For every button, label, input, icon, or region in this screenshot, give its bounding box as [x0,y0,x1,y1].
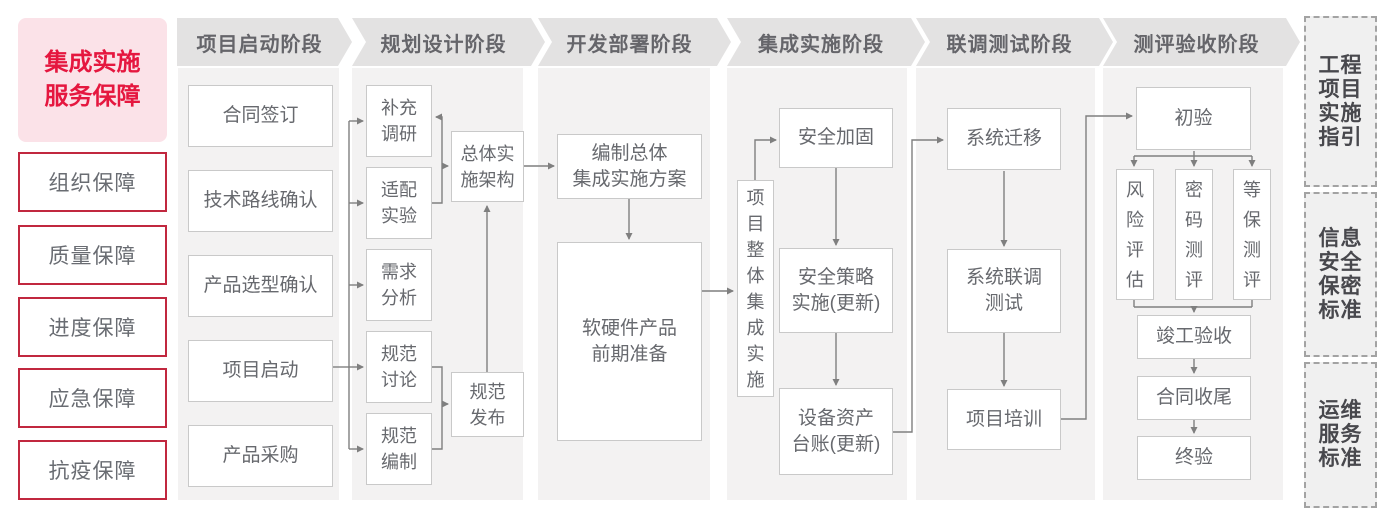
standard-project-implementation-guide: 工程 项目 实施 指引 [1304,16,1377,187]
node-asset-ledger-update: 设备资产 台账(更新) [779,388,893,475]
sidebar-title: 集成实施 服务保障 [18,18,167,142]
node-security-hardening: 安全加固 [779,108,893,168]
node-product-purchase: 产品采购 [188,425,333,487]
node-initial-acceptance: 初验 [1136,87,1251,150]
banner-phase-planning: 规划设计阶段 [352,18,545,66]
node-crypto-evaluation: 密 码 测 评 [1175,169,1213,300]
node-contract-sign: 合同签订 [188,85,333,147]
node-requirement-analysis: 需求 分析 [366,249,432,321]
node-spec-release: 规范 发布 [451,372,524,437]
node-completion-acceptance: 竣工验收 [1137,315,1251,359]
node-tech-route-confirm: 技术路线确认 [188,170,333,232]
node-spec-drafting: 规范 编制 [366,413,432,485]
node-project-kickoff: 项目启动 [188,340,333,402]
banner-phase-integration: 集成实施阶段 [727,18,925,66]
sidebar-item-antiepidemic: 抗疫保障 [18,440,167,500]
node-spec-discussion: 规范 讨论 [366,331,432,403]
node-supplement-research: 补充 调研 [366,85,432,157]
node-overall-project-integration: 项 目 整 体 集 成 实 施 [737,180,774,397]
banner-phase-kickoff: 项目启动阶段 [177,18,352,66]
sidebar-item-schedule: 进度保障 [18,297,167,357]
banner-phase-joint-test: 联调测试阶段 [916,18,1113,66]
standard-operation-service: 运维 服务 标准 [1304,362,1377,508]
node-security-policy-update: 安全策略 实施(更新) [779,248,893,333]
node-overall-integration-plan: 编制总体 集成实施方案 [557,134,702,199]
banner-phase-development: 开发部署阶段 [538,18,731,66]
banner-phase-acceptance: 测评验收阶段 [1103,18,1300,66]
node-project-training: 项目培训 [947,389,1061,450]
node-overall-implementation-arch: 总体实 施架构 [451,131,524,202]
sidebar-item-quality: 质量保障 [18,225,167,285]
node-hw-sw-preparation: 软硬件产品 前期准备 [557,242,702,441]
sidebar-item-organization: 组织保障 [18,152,167,212]
node-risk-assessment: 风 险 评 估 [1116,169,1154,300]
standard-information-security: 信息 安全 保密 标准 [1304,192,1377,357]
node-product-selection-confirm: 产品选型确认 [188,255,333,317]
node-system-joint-test: 系统联调 测试 [947,249,1061,333]
sidebar-item-emergency: 应急保障 [18,368,167,428]
node-adaptation-experiment: 适配 实验 [366,167,432,239]
node-final-acceptance: 终验 [1137,436,1251,480]
node-system-migration: 系统迁移 [947,108,1061,170]
node-mlps-evaluation: 等 保 测 评 [1233,169,1271,300]
node-contract-closure: 合同收尾 [1137,376,1251,420]
